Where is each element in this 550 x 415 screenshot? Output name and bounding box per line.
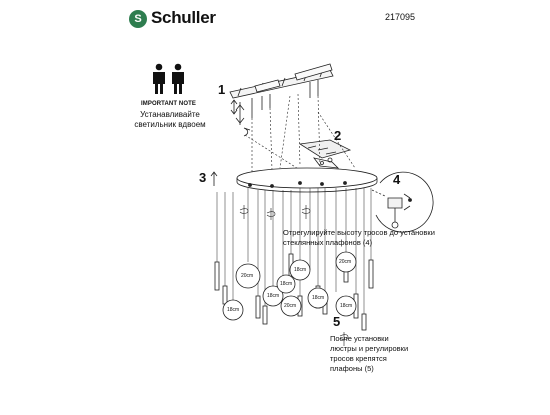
zoom-detail-circle — [371, 171, 434, 233]
globe-size-label: 18cm — [294, 267, 307, 273]
mount-detail — [298, 139, 352, 169]
globe-size-label: 20cm — [241, 273, 254, 279]
caption-adjust-cables: Отрегулируйте высоту тросов до установки… — [283, 228, 435, 247]
globe-size-label: 18cm — [340, 303, 353, 309]
step-number-4: 4 — [393, 172, 401, 187]
globe-size-label: 20cm — [339, 259, 352, 265]
caption-after-install: После установки люстры и регулировки тро… — [330, 334, 409, 373]
important-note-text: Устанавливайте светильник вдвоем — [134, 110, 206, 129]
product-code: 217095 — [385, 12, 416, 22]
step-number-2: 2 — [334, 128, 342, 143]
brand-name: Schuller — [151, 8, 216, 27]
step-number-3: 3 — [199, 170, 207, 185]
brand-logo-icon: S — [129, 10, 147, 28]
step-number-5: 5 — [333, 314, 341, 329]
globe-size-label: 18cm — [312, 295, 325, 301]
important-note-title: IMPORTANT NOTE — [141, 101, 196, 107]
step-number-1: 1 — [218, 82, 226, 97]
canopy-plate — [236, 167, 378, 193]
globe-size-label: 18cm — [267, 293, 280, 299]
globe-size-label: 18cm — [280, 281, 293, 287]
globe-size-label: 18cm — [227, 307, 240, 313]
globe-size-label: 20cm — [284, 303, 297, 309]
ceiling-mount-bar — [229, 63, 334, 137]
